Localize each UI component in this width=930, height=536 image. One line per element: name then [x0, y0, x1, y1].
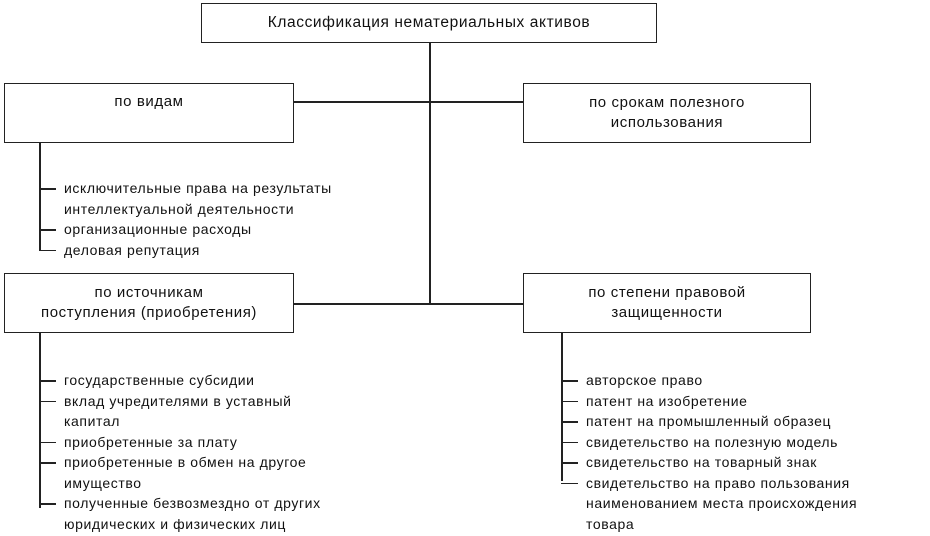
list-item-line: государственные субсидии: [64, 372, 255, 388]
list-item-line: имущество: [64, 474, 142, 491]
category-by-useful-life-label-line: использования: [610, 114, 724, 131]
category-by-type-box: по видам: [4, 83, 294, 143]
category-by-source-label-line: поступления (приобретения): [40, 304, 258, 321]
category-by-type-label: по видам: [114, 93, 184, 110]
list-item: вклад учредителями в уставный капитал: [39, 391, 439, 432]
diagram-title: Классификация нематериальных активов: [267, 14, 591, 31]
list-item-line: патент на промышленный образец: [586, 413, 832, 429]
list-item-line: полученные безвозмездно от других: [64, 495, 321, 511]
list-item: полученные безвозмездно от других юридич…: [39, 493, 439, 534]
category-by-useful-life-box: по срокам полезного использования: [523, 83, 811, 143]
list-item-line: юридических и физических лиц: [64, 515, 287, 532]
list-item: патент на изобретение: [561, 391, 926, 412]
list-item: приобретенные в обмен на другое имуществ…: [39, 452, 439, 493]
list-item-line: исключительные права на результаты: [64, 180, 332, 196]
list-item: деловая репутация: [39, 240, 439, 261]
list-item: свидетельство на товарный знак: [561, 452, 926, 473]
list-item-line: свидетельство на товарный знак: [586, 454, 818, 470]
list-item: свидетельство на полезную модель: [561, 432, 926, 453]
category-by-source-label-line: по источникам: [94, 284, 204, 301]
list-item-line: свидетельство на право пользования: [586, 474, 850, 491]
connector-top-horizontal: [293, 101, 524, 103]
connector-by-source-list: [39, 333, 41, 508]
list-item: организационные расходы: [39, 219, 439, 240]
list-item: исключительные права на результаты интел…: [39, 178, 439, 219]
list-item-line: капитал: [64, 413, 121, 429]
list-item-line: интеллектуальной деятельности: [64, 200, 295, 217]
list-item-line: авторское право: [586, 372, 703, 388]
by-legal-protection-items: авторское право патент на изобретение па…: [561, 370, 926, 534]
category-by-legal-protection-label-line: защищенности: [611, 304, 723, 321]
category-by-legal-protection-label-line: по степени правовой: [588, 284, 746, 301]
list-item-line: приобретенные за плату: [64, 433, 238, 450]
list-item: свидетельство на право пользования наиме…: [561, 473, 926, 535]
list-item-line: организационные расходы: [64, 221, 252, 237]
title-box: Классификация нематериальных активов: [201, 3, 657, 43]
list-item-line: наименованием места происхождения: [586, 495, 858, 511]
list-item-line: патент на изобретение: [586, 392, 748, 409]
list-item-line: товара: [586, 515, 635, 532]
category-by-legal-protection-box: по степени правовой защищенности: [523, 273, 811, 333]
list-item: патент на промышленный образец: [561, 411, 926, 432]
by-type-items: исключительные права на результаты интел…: [39, 178, 439, 260]
connector-by-protection-list: [561, 333, 563, 481]
by-source-items: государственные субсидии вклад учредител…: [39, 370, 439, 534]
list-item: приобретенные за плату: [39, 432, 439, 453]
list-item-line: свидетельство на полезную модель: [586, 433, 839, 450]
list-item: авторское право: [561, 370, 926, 391]
list-item-line: деловая репутация: [64, 241, 200, 258]
list-item-line: вклад учредителями в уставный: [64, 392, 292, 409]
connector-trunk: [429, 42, 431, 303]
connector-by-type-list: [39, 143, 41, 251]
connector-bottom-horizontal: [293, 303, 524, 305]
list-item: государственные субсидии: [39, 370, 439, 391]
category-by-source-box: по источникам поступления (приобретения): [4, 273, 294, 333]
list-item-line: приобретенные в обмен на другое: [64, 454, 307, 470]
category-by-useful-life-label-line: по срокам полезного: [589, 94, 745, 111]
